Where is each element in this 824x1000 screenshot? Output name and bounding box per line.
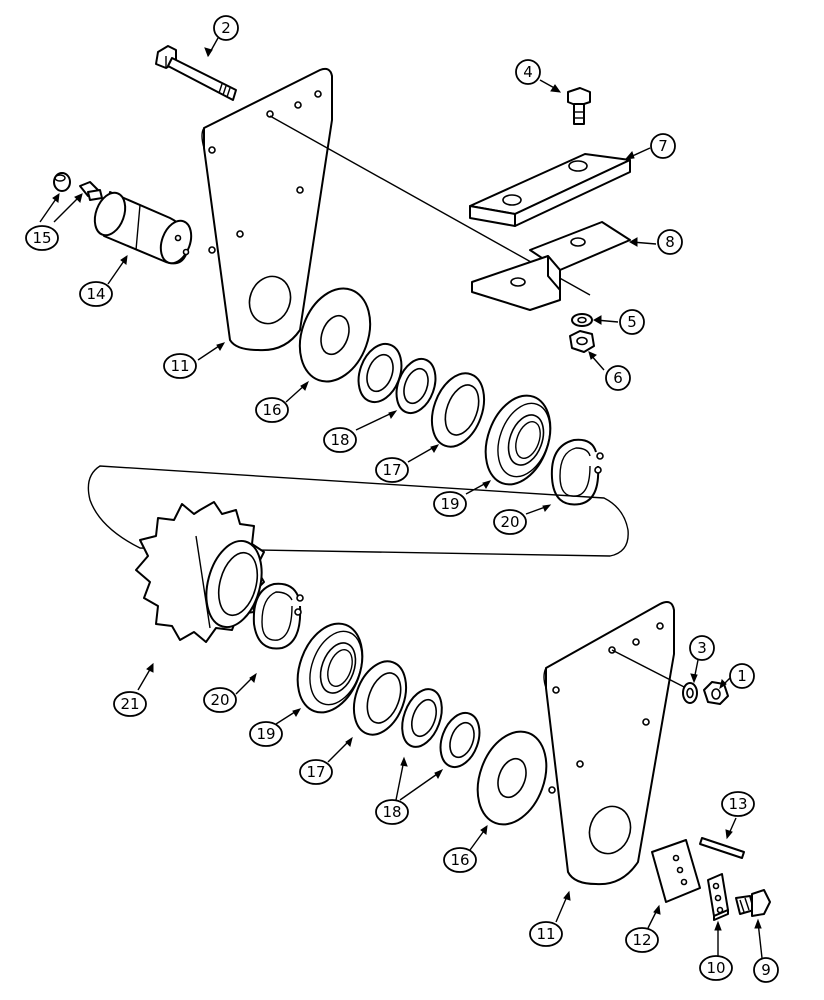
seal-part-18-upper-b — [395, 357, 437, 415]
seal-part-18-lower-a — [401, 688, 443, 748]
callout-2: 2 — [213, 15, 239, 41]
svg-text:17: 17 — [382, 461, 401, 479]
plate-part-7 — [469, 153, 631, 227]
callout-20-upper: 20 — [493, 509, 527, 535]
bearing-cup-part-17-upper — [430, 372, 486, 448]
sprocket-part-21 — [135, 501, 265, 643]
washer-part-3 — [682, 682, 698, 704]
washer-part-16-lower — [476, 730, 548, 826]
callout-13: 13 — [721, 791, 755, 817]
callout-11-upper: 11 — [163, 353, 197, 379]
bracket-plate-lower — [543, 601, 675, 886]
svg-text:9: 9 — [761, 961, 771, 979]
svg-text:6: 6 — [613, 369, 623, 387]
callout-16-upper: 16 — [255, 397, 289, 423]
svg-text:7: 7 — [658, 137, 668, 155]
bracket-plate-upper — [201, 67, 333, 352]
callout-19-lower: 19 — [249, 721, 283, 747]
callout-17-lower: 17 — [299, 759, 333, 785]
callout-20-lower: 20 — [203, 687, 237, 713]
svg-text:1: 1 — [737, 667, 747, 685]
svg-text:16: 16 — [450, 851, 469, 869]
callout-8: 8 — [657, 229, 683, 255]
callout-10: 10 — [699, 955, 733, 981]
callout-11-lower: 11 — [529, 921, 563, 947]
bearing-cup-part-17-lower — [352, 660, 408, 736]
bolt-part-4 — [567, 87, 591, 125]
callout-5: 5 — [619, 309, 645, 335]
nut-part-1 — [703, 681, 729, 705]
bracket-part-8 — [471, 221, 631, 311]
callout-21: 21 — [113, 691, 147, 717]
callout-18-upper: 18 — [323, 427, 357, 453]
grease-fitting-part-15 — [53, 172, 103, 201]
svg-text:19: 19 — [440, 495, 459, 513]
callout-leaders — [39, 37, 763, 959]
plate-part-10 — [707, 873, 729, 921]
svg-text:18: 18 — [382, 803, 401, 821]
svg-text:21: 21 — [120, 695, 139, 713]
nut-part-6 — [569, 330, 595, 353]
callout-3: 3 — [689, 635, 715, 661]
bearing-part-19-upper — [484, 394, 552, 486]
svg-text:4: 4 — [523, 63, 533, 81]
seal-part-18-upper-a — [357, 342, 403, 404]
callout-1: 1 — [729, 663, 755, 689]
svg-text:5: 5 — [627, 313, 637, 331]
bolt-part-2 — [155, 45, 237, 101]
callout-19-upper: 19 — [433, 491, 467, 517]
svg-text:10: 10 — [706, 959, 725, 977]
callout-9: 9 — [753, 957, 779, 983]
callout-12: 12 — [625, 927, 659, 953]
snap-ring-part-20-lower — [252, 582, 304, 650]
svg-text:11: 11 — [170, 357, 189, 375]
svg-text:17: 17 — [306, 763, 325, 781]
chain-outline — [87, 465, 629, 557]
alignment-line-lower — [611, 649, 691, 691]
svg-text:8: 8 — [665, 233, 675, 251]
svg-text:3: 3 — [697, 639, 707, 657]
pin-part-13 — [699, 837, 745, 859]
svg-text:19: 19 — [256, 725, 275, 743]
svg-text:20: 20 — [500, 513, 519, 531]
callout-4: 4 — [515, 59, 541, 85]
svg-text:2: 2 — [221, 19, 231, 37]
snap-ring-part-20-upper — [550, 438, 604, 506]
svg-text:15: 15 — [32, 229, 51, 247]
seal-part-18-lower-b — [439, 711, 481, 769]
callout-6: 6 — [605, 365, 631, 391]
shaft-part-14 — [93, 191, 193, 265]
washer-part-5 — [571, 313, 593, 327]
callout-17-upper: 17 — [375, 457, 409, 483]
callout-14: 14 — [79, 281, 113, 307]
svg-text:13: 13 — [728, 795, 747, 813]
svg-text:16: 16 — [262, 401, 281, 419]
svg-text:12: 12 — [632, 931, 651, 949]
callout-15: 15 — [25, 225, 59, 251]
callout-16-lower: 16 — [443, 847, 477, 873]
svg-text:18: 18 — [330, 431, 349, 449]
bearing-part-19-lower — [296, 622, 364, 714]
callout-18-lower: 18 — [375, 799, 409, 825]
svg-text:20: 20 — [210, 691, 229, 709]
plate-part-12 — [651, 839, 701, 903]
callout-7: 7 — [650, 133, 676, 159]
svg-text:14: 14 — [86, 285, 105, 303]
washer-part-16-upper — [298, 287, 372, 383]
bolt-part-9 — [735, 889, 771, 917]
svg-text:11: 11 — [536, 925, 555, 943]
